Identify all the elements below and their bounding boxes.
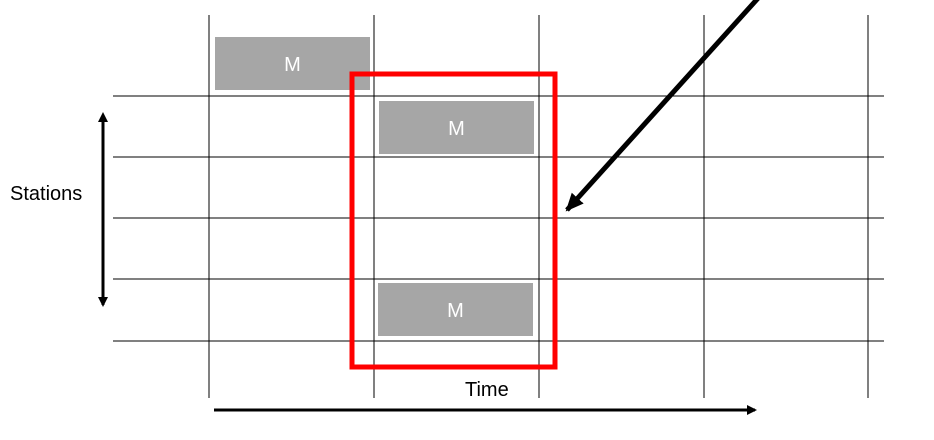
time-grid-lines — [208, 15, 869, 398]
m-block-label: M — [448, 118, 465, 140]
m-block-label: M — [447, 300, 464, 322]
stations-axis-label: Stations — [10, 183, 82, 205]
block-group: M M M — [215, 37, 534, 336]
station-grid-lines — [113, 95, 884, 342]
highlight-box — [349, 71, 558, 370]
diagonal-pointer-arrow-icon — [565, 0, 760, 212]
m-block-label: M — [284, 54, 301, 76]
m-block-rect — [379, 101, 534, 154]
time-axis-label: Time — [465, 379, 509, 401]
m-block: M — [378, 283, 533, 336]
m-block: M — [379, 101, 534, 154]
m-block-rect — [378, 283, 533, 336]
m-block-rect — [215, 37, 370, 90]
m-block: M — [215, 37, 370, 90]
